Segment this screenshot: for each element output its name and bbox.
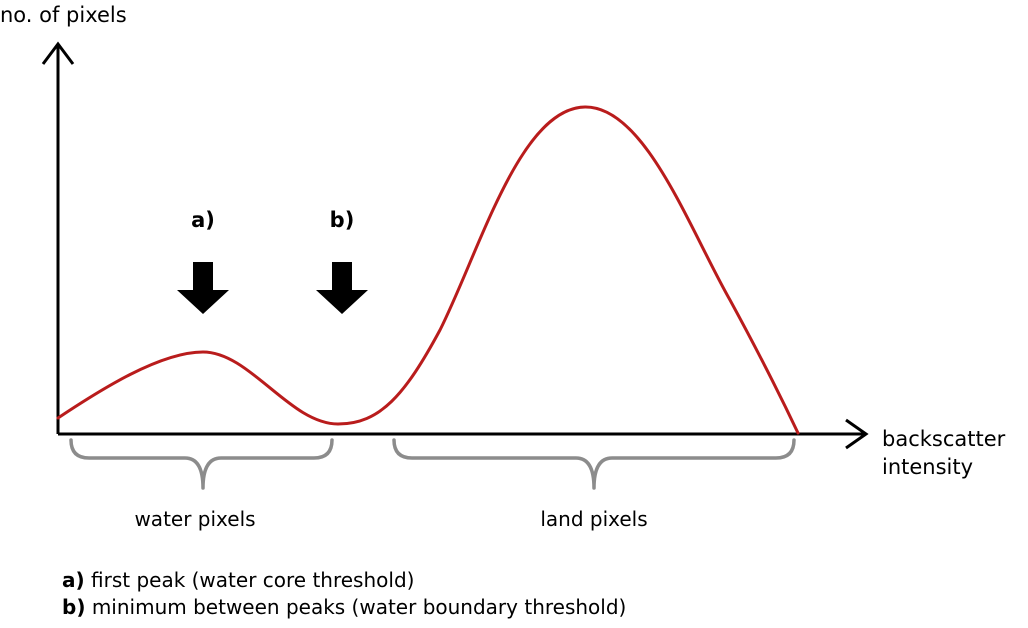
histogram-curve bbox=[56, 105, 800, 435]
x-axis-label-line2: intensity bbox=[882, 455, 973, 479]
y-axis-label: no. of pixels bbox=[0, 3, 127, 27]
water-pixels-label: water pixels bbox=[134, 507, 255, 531]
land-pixels-brace bbox=[392, 438, 796, 490]
land-pixels-label: land pixels bbox=[540, 507, 647, 531]
legend-key-b: b) bbox=[62, 595, 86, 619]
marker-b-label: b) bbox=[330, 208, 355, 232]
legend-text-b: minimum between peaks (water boundary th… bbox=[85, 595, 627, 619]
down-arrow-icon bbox=[316, 262, 368, 314]
y-axis-arrowhead bbox=[41, 41, 75, 65]
water-pixels-brace bbox=[69, 438, 334, 490]
legend: a) first peak (water core threshold) b) … bbox=[62, 567, 626, 621]
x-axis-label-line1: backscatter bbox=[882, 427, 1006, 451]
legend-item-b: b) minimum between peaks (water boundary… bbox=[62, 594, 626, 621]
legend-item-a: a) first peak (water core threshold) bbox=[62, 567, 626, 594]
marker-a-label: a) bbox=[191, 208, 215, 232]
down-arrow-icon bbox=[177, 262, 229, 314]
legend-text-a: first peak (water core threshold) bbox=[84, 568, 415, 592]
x-axis-arrowhead bbox=[845, 418, 869, 450]
legend-key-a: a) bbox=[62, 568, 85, 592]
